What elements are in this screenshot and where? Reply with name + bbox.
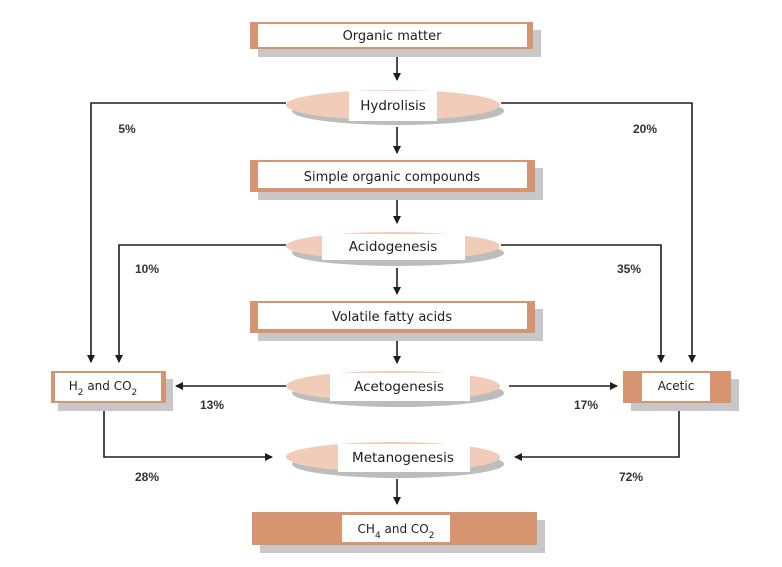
organic-matter-label: Organic matter <box>343 29 443 44</box>
ch4-co2-label: CH4 and CO2 <box>358 522 435 541</box>
box-organic-matter: Organic matter <box>250 22 541 57</box>
volatile-fatty-acids-label: Volatile fatty acids <box>332 310 452 325</box>
h2-co2-label: H2 and CO2 <box>69 379 138 398</box>
arrow-hydrolisis-to-h2 <box>87 102 286 363</box>
simple-organic-compounds-label: Simple organic compounds <box>304 170 481 185</box>
acetogenesis-label: Acetogenesis <box>354 379 444 395</box>
box-acetic: Acetic <box>623 371 739 411</box>
arrow-acidogenesis-to-h2 <box>115 244 286 363</box>
stage-metanogenesis: Metanogenesis <box>286 442 504 478</box>
arrow-acetic-to-metanogenesis <box>514 411 680 461</box>
stage-hydrolisis: Hydrolisis <box>286 90 504 125</box>
pct-acetogenesis-acetic: 17% <box>574 398 598 412</box>
pct-acidogenesis-h2: 10% <box>135 262 159 276</box>
box-ch4-co2: CH4 and CO2 <box>252 512 545 553</box>
stage-acidogenesis: Acidogenesis <box>286 232 504 266</box>
arrow-hydrolisis-to-acetic <box>501 102 696 363</box>
box-volatile-fatty-acids: Volatile fatty acids <box>250 301 543 341</box>
pct-acetic-metanogenesis: 72% <box>619 470 643 484</box>
pct-acetogenesis-h2: 13% <box>200 398 224 412</box>
box-simple-organic-compounds: Simple organic compounds <box>250 160 543 200</box>
side-arrows <box>87 102 696 461</box>
pct-hydrolisis-h2: 5% <box>118 122 136 136</box>
arrow-h2-to-metanogenesis <box>103 411 273 461</box>
arrow-acidogenesis-to-acetic <box>501 244 665 363</box>
box-h2-co2: H2 and CO2 <box>51 371 173 411</box>
hydrolisis-label: Hydrolisis <box>360 98 426 114</box>
pct-h2-metanogenesis: 28% <box>135 470 159 484</box>
metanogenesis-label: Metanogenesis <box>352 450 454 466</box>
stage-acetogenesis: Acetogenesis <box>286 371 504 407</box>
acetic-label: Acetic <box>658 379 695 393</box>
pct-hydrolisis-acetic: 20% <box>633 122 657 136</box>
acidogenesis-label: Acidogenesis <box>349 239 438 255</box>
pct-acidogenesis-acetic: 35% <box>617 262 641 276</box>
percentages: 5% 20% 10% 35% 13% 17% 28% 72% <box>118 122 657 484</box>
